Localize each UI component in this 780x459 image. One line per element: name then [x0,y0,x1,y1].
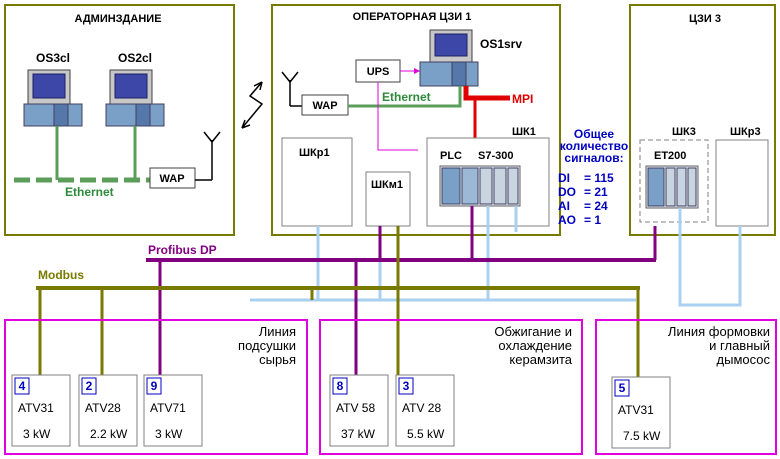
label-shkr3: ШКр3 [730,126,761,138]
ups-link-arrow [414,68,420,74]
drive-power: 5.5 kW [407,427,445,441]
label-shk1: ШК1 [512,126,536,138]
drive-number: 2 [86,379,93,393]
area-label-line: сырья [259,352,296,367]
zone-czi3-title: ЦЗИ 3 [689,13,721,25]
ethernet-admin-label: Ethernet [65,185,114,199]
label-os2cl: OS2cl [118,51,152,65]
label-shk3: ШК3 [672,126,696,138]
drive-name: ATV 58 [336,401,375,415]
drive-name: ATV31 [618,403,654,417]
area-label-line: подсушки [238,338,296,353]
area-firing [319,319,583,455]
area-label-line: охлаждение [498,338,572,353]
area-label-line: Линия формовки [668,324,770,339]
drive-number-frame [332,377,348,395]
drive-name: ATV71 [150,401,186,415]
label-s7: S7-300 [478,150,513,162]
computer-os3cl [23,69,83,127]
modbus-drops [38,226,640,378]
drive-name: ATV 28 [402,401,441,415]
zone-operator-title: ОПЕРАТОРНАЯ ЦЗИ 1 [353,11,472,23]
area-label-line: дымосос [717,352,771,367]
ethernet-oper-line [348,86,462,108]
wireless-link-icon [241,81,264,129]
label-shkr1: ШКр1 [299,147,330,159]
et200-rack-icon [645,165,699,209]
mpi-label: MPI [512,92,533,106]
antenna-oper-icon [281,71,302,107]
computer-os2cl [105,69,165,127]
area-label-line: Обжигание и [494,324,572,339]
cabinet-shkr1 [281,137,353,227]
area-label-line: керамзита [509,352,572,367]
area-label-line: и главный [709,338,770,353]
signal-row-key: AI [558,199,570,213]
signal-row-key: DO [558,185,576,199]
drive-name: ATV28 [85,401,121,415]
drive-power: 2.2 kW [90,427,128,441]
label-et200: ET200 [654,150,686,162]
signal-row-key: AO [558,213,576,227]
signals-title-3: сигналов: [564,151,623,165]
drive-name: ATV31 [18,401,54,415]
signals-title-2: количество [560,139,628,153]
signal-row-value: = 21 [584,185,608,199]
drive-number: 5 [619,381,626,395]
drive-number-frame [14,377,30,395]
computer-os1srv [419,29,479,87]
drive-number: 9 [151,379,158,393]
signals-title-1: Общее [574,127,615,141]
drive-number: 4 [19,379,26,393]
drive-number-frame [146,377,162,395]
cabinet-shkr3 [715,139,769,227]
drive-number-frame [81,377,97,395]
signal-row-key: DI [558,171,570,185]
drive-number-frame [614,379,630,397]
drive-power: 37 kW [341,427,376,441]
wap-oper-label: WAP [312,100,337,112]
signal-row-value: = 24 [584,199,608,213]
zone-admin-title: АДМИНЗДАНИЕ [74,13,161,25]
ups-power-line [377,82,418,151]
area-forming [595,319,777,455]
modbus-label: Modbus [38,268,84,282]
cabinet-shkm1 [365,171,411,227]
antenna-admin-icon [195,131,221,181]
drive-number: 8 [337,379,344,393]
drive-power: 3 kW [23,427,51,441]
ups-label: UPS [367,66,390,78]
signal-row-value: = 115 [584,171,614,185]
label-shkm1: ШКм1 [371,179,403,191]
drive-number: 3 [403,379,410,393]
plc-rack-icon [439,165,521,207]
area-label-line: Линия [259,324,296,339]
label-os1srv: OS1srv [480,37,522,51]
drive-power: 7.5 kW [623,429,661,443]
profibus-label: Profibus DP [148,243,217,257]
label-os3cl: OS3cl [36,51,70,65]
area-drying [4,319,308,455]
label-plc: PLC [440,150,462,162]
wap-admin-label: WAP [159,173,184,185]
drive-power: 3 kW [155,427,183,441]
mpi-line [463,86,510,101]
wap-admin-box [149,167,196,189]
drive-number-frame [398,377,414,395]
signal-row-value: = 1 [584,213,601,227]
ethernet-oper-label: Ethernet [382,90,431,104]
